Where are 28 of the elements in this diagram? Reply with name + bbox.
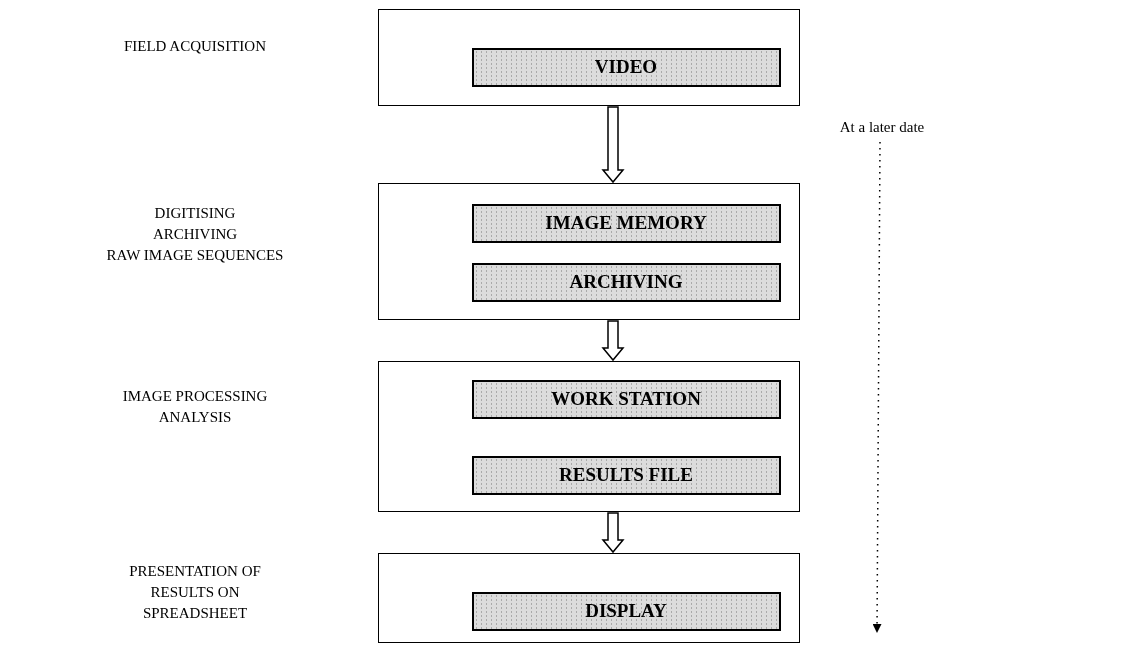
component-label: ARCHIVING [569, 271, 683, 293]
stage-label: RAW IMAGE SEQUENCES [105, 246, 285, 265]
flow-arrow [601, 320, 625, 362]
component-label: IMAGE MEMORY [545, 212, 707, 234]
stage-label: IMAGE PROCESSING [121, 387, 269, 406]
component-box [471, 591, 781, 631]
timeline-arrow [872, 141, 882, 633]
component-label: VIDEO [594, 56, 658, 78]
component-box [471, 262, 781, 302]
stage-label: ANALYSIS [157, 408, 233, 427]
component-label: DISPLAY [585, 600, 667, 622]
component-box [471, 47, 781, 87]
component-box [471, 455, 781, 495]
stage-box [378, 361, 800, 512]
component-box [471, 379, 781, 419]
component-label: WORK STATION [551, 388, 701, 410]
stage-label: ARCHIVING [151, 225, 239, 244]
stage-label: PRESENTATION OF RESULTS ON SPREADSHEET [128, 562, 262, 623]
flow-arrow [601, 512, 625, 554]
component-box [471, 203, 781, 243]
stage-box [378, 183, 800, 320]
note-text: At a later date [839, 118, 925, 136]
stage-label: DIGITISING [153, 204, 237, 223]
component-label: RESULTS FILE [559, 464, 693, 486]
stage-label: FIELD ACQUISITION [122, 37, 268, 56]
stage-box [378, 553, 800, 643]
flow-arrow [601, 106, 625, 184]
stage-box [378, 9, 800, 106]
